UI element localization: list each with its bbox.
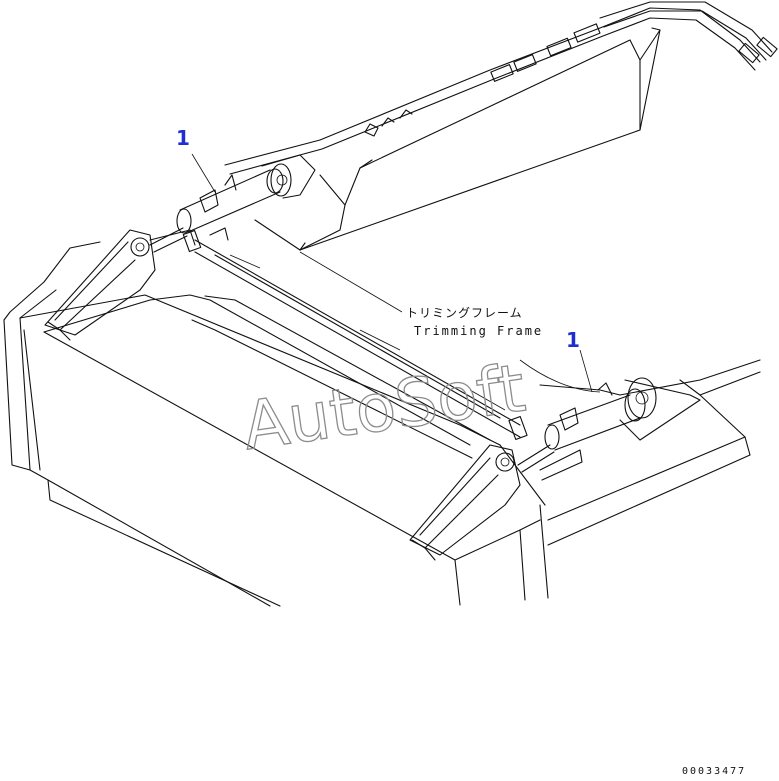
watermark-text: AutoSoft bbox=[238, 349, 529, 450]
callout-1-right: 1 bbox=[566, 328, 580, 352]
left-cylinder bbox=[149, 154, 316, 253]
watermark: AutoSoft bbox=[238, 349, 531, 450]
label-english: Trimming Frame bbox=[414, 324, 544, 338]
drawing-id: 00033477 bbox=[682, 766, 746, 777]
trimming-frame-label: トリミングフレーム Trimming Frame bbox=[406, 304, 543, 340]
leader-lines bbox=[191, 153, 601, 393]
label-japanese: トリミングフレーム bbox=[406, 306, 523, 320]
frame-outline bbox=[3, 241, 761, 607]
left-bracket bbox=[44, 229, 196, 341]
hydraulic-pipes bbox=[224, 1, 778, 175]
upper-body bbox=[254, 27, 761, 396]
right-cylinder bbox=[517, 377, 701, 481]
callout-number: 1 bbox=[176, 126, 190, 150]
callout-number: 1 bbox=[566, 328, 580, 352]
drawing-id-text: 00033477 bbox=[682, 766, 747, 777]
callout-1-top-left: 1 bbox=[176, 126, 190, 150]
right-bracket bbox=[409, 444, 521, 561]
trimming-frame-rod bbox=[182, 227, 528, 440]
